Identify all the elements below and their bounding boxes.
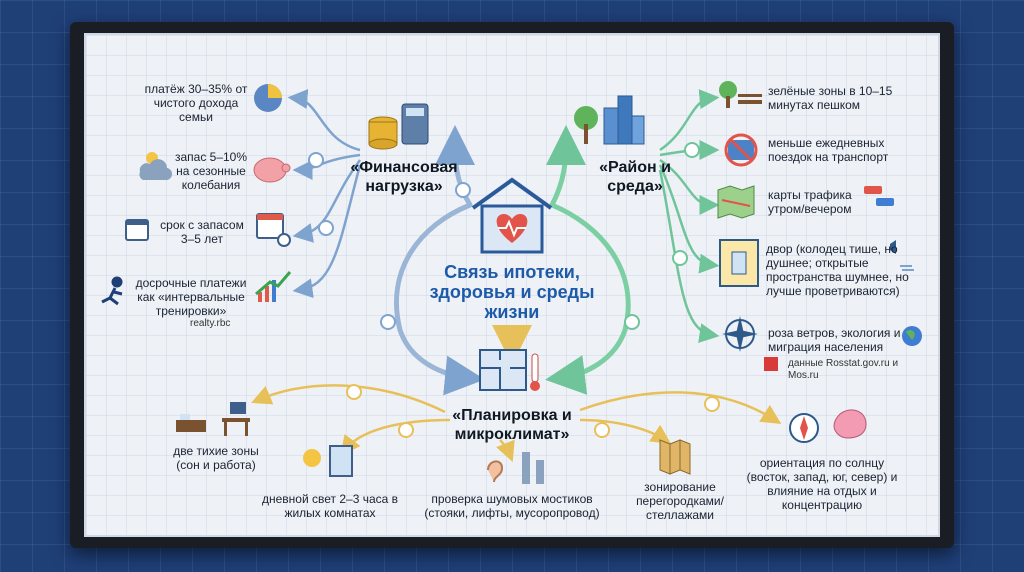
growth-chart-icon (255, 271, 292, 302)
layout-item-noise: проверка шумовых мостиков (стояки, лифты… (424, 492, 600, 520)
ear-pipes-icon (487, 452, 544, 484)
finance-source: realty.rbc (190, 318, 231, 329)
layout-branch-lines (251, 384, 782, 462)
connector-badges (308, 152, 471, 330)
district-branch-title: «Район и среда» (599, 159, 671, 195)
center-title: Связь ипотеки, здоровья и среды жизни (429, 262, 595, 322)
district-item-transport: меньше ежедневных поездок на транспорт (768, 136, 889, 164)
layout-item-daylight: дневной свет 2–3 часа в жилых комнатах (261, 492, 399, 520)
city-trees-icon (574, 95, 645, 145)
district-item-windrose: роза ветров, экология и миграция населен… (768, 326, 901, 354)
layout-item-zoning: зонирование перегородками/ стеллажами (636, 480, 724, 522)
no-bus-icon (724, 133, 758, 167)
layout-item-orientation: ориентация по солнцу (восток, запад, юг,… (746, 456, 898, 512)
layout-branch-title: «Планировка и микроклимат» (452, 407, 572, 443)
connector-badges-yellow (346, 384, 720, 438)
calendar-icon (125, 213, 291, 247)
wind-rose-icon (722, 316, 922, 371)
finance-item-prepayment: досрочные платежи как «интервальные трен… (135, 276, 247, 318)
district-branch-lines (658, 89, 720, 343)
finance-branch-title: «Финансовая нагрузка» (350, 159, 458, 195)
floorplan-thermometer-icon (479, 349, 540, 391)
bed-desk-icon (176, 402, 250, 436)
whiteboard (84, 33, 940, 537)
district-item-green: зелёные зоны в 10–15 минутах пешком (768, 84, 893, 112)
tree-bench-icon (719, 81, 762, 108)
finance-item-reserve: запас 5–10% на сезонные колебания (174, 150, 248, 192)
coins-calculator-icon (368, 103, 429, 150)
finance-item-term: срок с запасом 3–5 лет (160, 218, 244, 246)
district-item-traffic: карты трафика утром/вечером (768, 188, 852, 216)
piggy-bank-icon (253, 157, 291, 183)
connector-badges-green (624, 142, 700, 330)
district-source: данные Rosstat.gov.ru и Mos.ru (788, 358, 899, 381)
traffic-map-icon (717, 185, 894, 219)
weather-cloud-icon (139, 152, 173, 181)
finance-item-payment: платёж 30–35% от чистого дохода семьи (144, 82, 248, 124)
layout-item-quiet-zones: две тихие зоны (сон и работа) (173, 444, 259, 472)
courtyard-plan-icon (719, 239, 914, 287)
house-heart-icon (471, 177, 553, 254)
runner-icon (101, 276, 123, 306)
compass-brain-icon (789, 409, 867, 443)
sun-window-icon (303, 445, 353, 477)
pie-chart-icon (254, 84, 282, 112)
partition-screen-icon (659, 439, 691, 475)
district-item-courtyard: двор (колодец тише, но душнее; открытые … (766, 242, 909, 298)
